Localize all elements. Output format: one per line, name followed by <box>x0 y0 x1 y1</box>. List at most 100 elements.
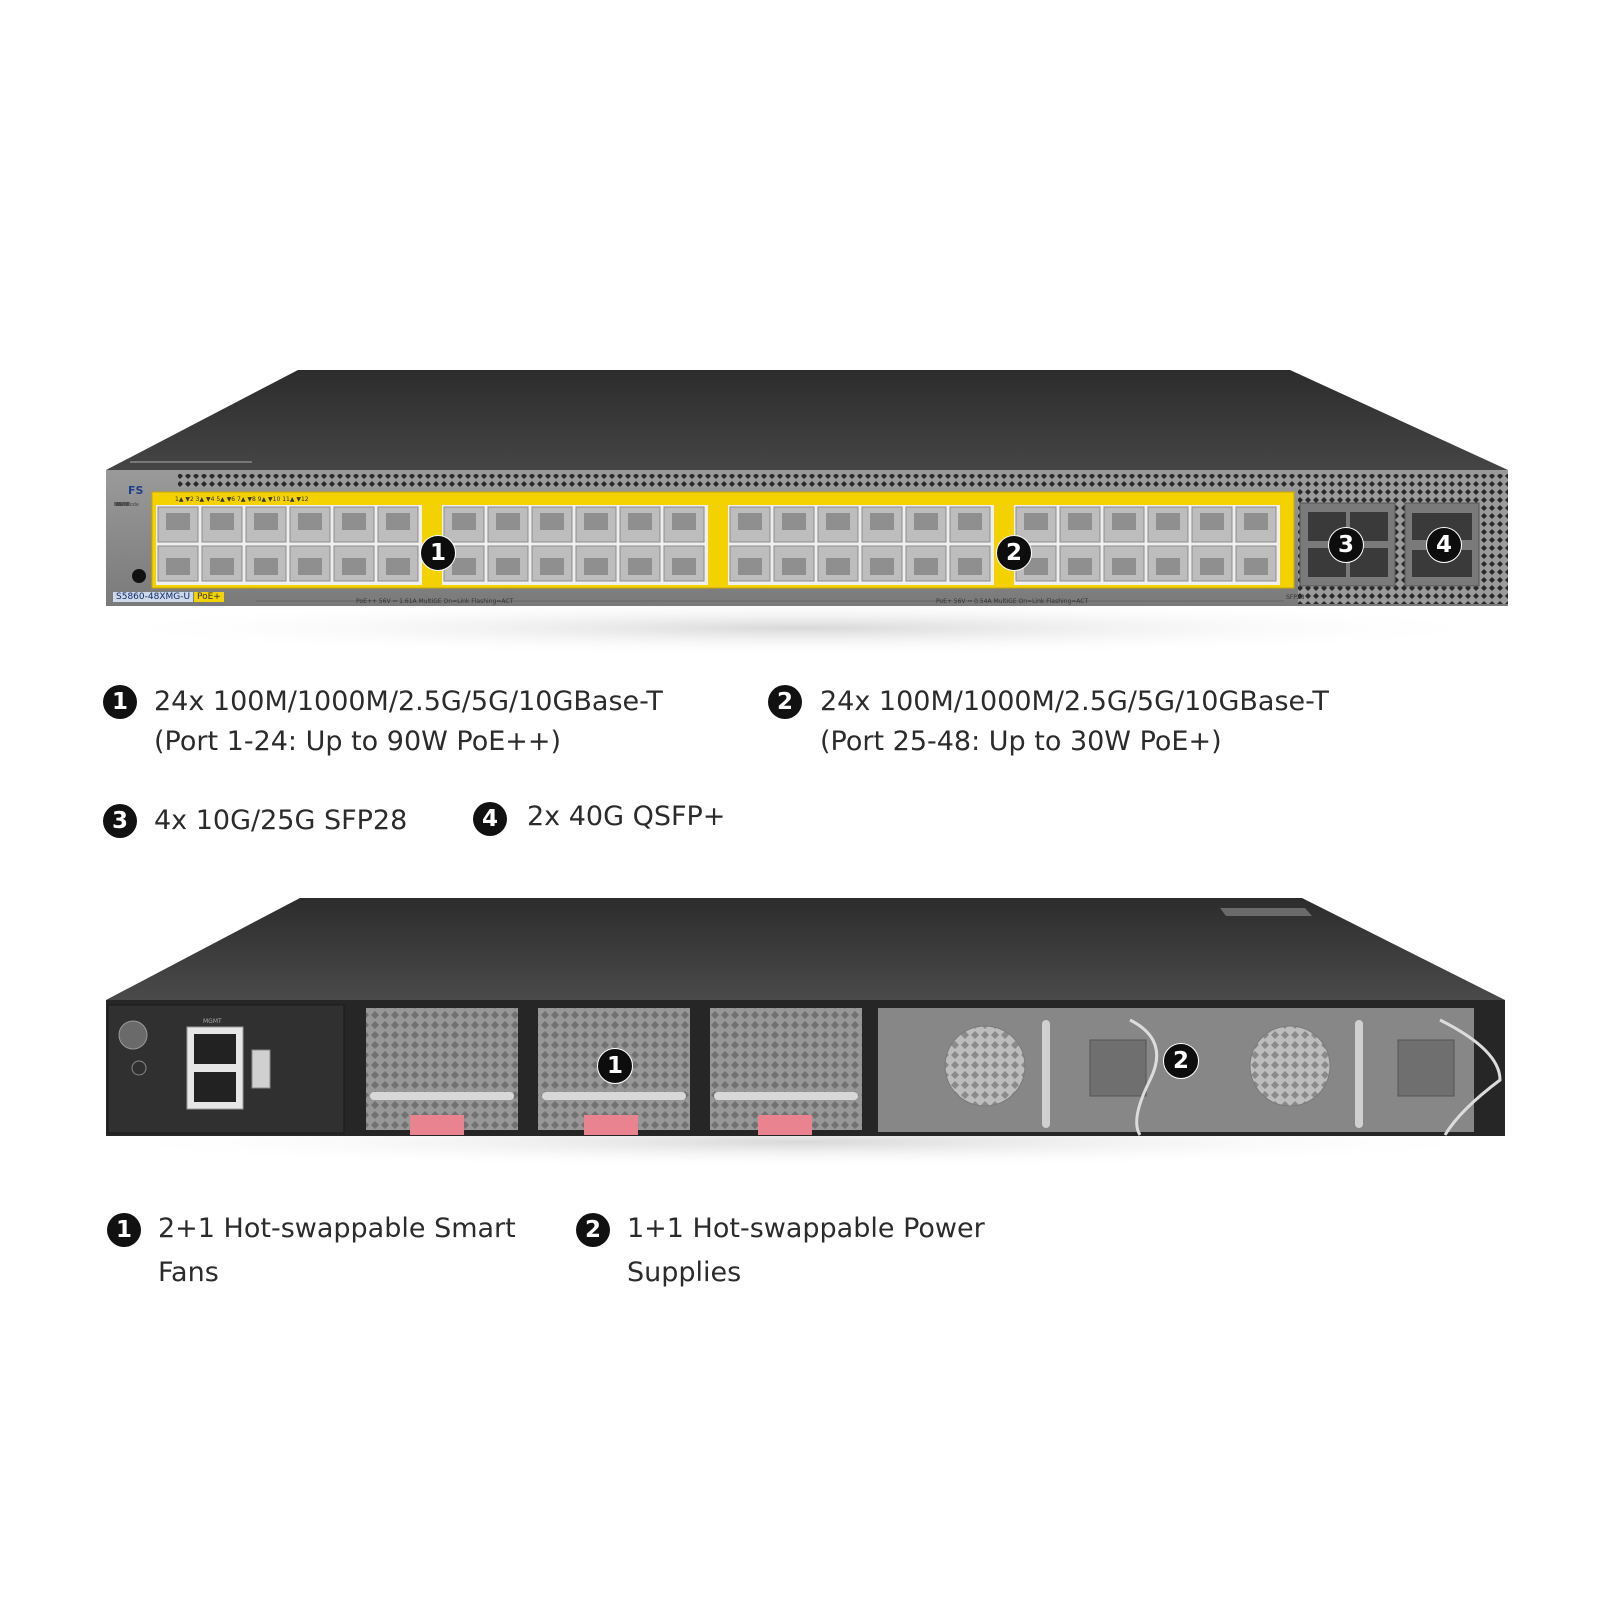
fan-tray-2-handle[interactable] <box>584 1115 638 1135</box>
led-label-mgmt: MGMT <box>114 502 130 508</box>
mgmt-label: MGMT <box>203 1018 222 1025</box>
rear-legend-item-1: 2+1 Hot-swappable Smart Fans <box>158 1207 516 1295</box>
rear-callout-1: 1 <box>597 1048 633 1084</box>
front-chassis-top <box>106 370 1508 470</box>
rj45-jack <box>738 513 762 530</box>
psu-1-handle[interactable] <box>1042 1020 1050 1128</box>
psu-group <box>878 1008 1502 1136</box>
rj45-jack <box>826 558 850 575</box>
rj45-jack <box>452 558 476 575</box>
front-legend-item-2-line2: (Port 25-48: Up to 30W PoE+) <box>820 726 1222 757</box>
rj45-jack <box>782 513 806 530</box>
rj45-jack <box>826 513 850 530</box>
rj45-port-3[interactable] <box>201 506 243 543</box>
ground-symbol-icon <box>131 1060 147 1076</box>
rj45-jack <box>1068 558 1092 575</box>
rj45-jack <box>342 513 366 530</box>
front-legend-item-3: 4x 10G/25G SFP28 <box>154 805 408 836</box>
rj45-jack <box>540 513 564 530</box>
rj45-jack <box>914 513 938 530</box>
console-port[interactable] <box>194 1072 236 1102</box>
led-label-status: Status <box>114 502 130 508</box>
front-panel-drawing: 1▲ ▼2 3▲ ▼4 5▲ ▼6 7▲ ▼8 9▲ ▼10 11▲ ▼12 P… <box>80 370 1520 656</box>
front-vent-top <box>178 474 1298 488</box>
front-callout-3: 3 <box>1328 527 1364 563</box>
rj45-port-11[interactable] <box>377 506 419 543</box>
led-label-pwr1: PWR1 <box>114 502 129 508</box>
psu-2-fan-icon <box>1249 1025 1331 1107</box>
fan-tray-3[interactable] <box>710 1008 862 1130</box>
rj45-jack <box>1156 513 1180 530</box>
rj45-jack <box>1068 513 1092 530</box>
front-legend-item-2: 24x 100M/1000M/2.5G/5G/10GBase-T (Port 2… <box>820 682 1329 762</box>
poe-label: PoE+ <box>194 592 224 602</box>
rear-legend-item-1-line1: 2+1 Hot-swappable Smart <box>158 1213 516 1244</box>
front-legend-badge-2: 2 <box>768 685 802 719</box>
rj45-jack <box>870 513 894 530</box>
rj45-jack <box>958 558 982 575</box>
port-group-2-note: PoE+ 56V ⎓ 0.54A MultiGE On=Link Flashin… <box>936 598 1088 605</box>
psu-2-power-inlet[interactable] <box>1397 1039 1455 1097</box>
rj45-jack <box>298 558 322 575</box>
rj45-port-grid <box>156 505 1280 585</box>
front-legend-item-1-line2: (Port 1-24: Up to 90W PoE++) <box>154 726 562 757</box>
psu-1-power-inlet[interactable] <box>1089 1039 1147 1097</box>
rear-legend-badge-1: 1 <box>107 1213 141 1247</box>
brand-logo: FS <box>128 484 144 497</box>
rj45-jack <box>1244 513 1268 530</box>
front-legend-item-4: 2x 40G QSFP+ <box>527 801 726 832</box>
rj45-jack <box>496 558 520 575</box>
psu-1-fan-icon <box>944 1025 1026 1107</box>
front-legend-item-1: 24x 100M/1000M/2.5G/5G/10GBase-T (Port 1… <box>154 682 663 762</box>
rear-panel-view: MGMT 1 2 <box>0 880 1600 1180</box>
rj45-jack <box>496 513 520 530</box>
led-label-led-mode: LED Mode <box>114 502 140 508</box>
port-number-row: 1▲ ▼2 3▲ ▼4 5▲ ▼6 7▲ ▼8 9▲ ▼10 11▲ ▼12 <box>175 496 309 503</box>
rj45-jack <box>1200 558 1224 575</box>
rj45-jack <box>1244 558 1268 575</box>
mgmt-port[interactable] <box>194 1034 236 1064</box>
rear-chassis-top <box>106 898 1505 1000</box>
port-group-1-note: PoE++ 56V ⎓ 1.61A MultiGE On=Link Flashi… <box>356 598 514 605</box>
rj45-jack <box>1200 513 1224 530</box>
model-label: S5860-48XMG-U <box>113 592 194 602</box>
rj45-jack <box>1156 558 1180 575</box>
front-legend-item-1-line1: 24x 100M/1000M/2.5G/5G/10GBase-T <box>154 686 663 717</box>
front-callout-4: 4 <box>1426 527 1462 563</box>
rj45-jack <box>672 513 696 530</box>
fan-tray-1[interactable] <box>366 1008 518 1130</box>
rear-legend-item-2-line2: Supplies <box>627 1257 742 1288</box>
rj45-jack <box>672 558 696 575</box>
rear-callout-2: 2 <box>1163 1043 1199 1079</box>
rj45-jack <box>914 558 938 575</box>
rj45-jack <box>1024 513 1048 530</box>
sfp28-label: SFP28 <box>1286 594 1305 601</box>
led-mode-button[interactable] <box>132 569 146 583</box>
rj45-port-8[interactable] <box>289 545 331 582</box>
ground-screw-icon <box>118 1020 148 1050</box>
psu-2-handle[interactable] <box>1355 1020 1363 1128</box>
rj45-jack <box>628 513 652 530</box>
front-legend-badge-3: 3 <box>103 804 137 838</box>
front-legend-badge-1: 1 <box>103 685 137 719</box>
rj45-port-26[interactable] <box>729 545 771 582</box>
rear-legend-item-2-line1: 1+1 Hot-swappable Power <box>627 1213 985 1244</box>
rj45-port-18[interactable] <box>531 545 573 582</box>
rj45-jack <box>1112 558 1136 575</box>
rj45-port-21[interactable] <box>619 506 661 543</box>
rj45-jack <box>210 513 234 530</box>
usb-port[interactable] <box>251 1049 271 1089</box>
rj45-jack <box>782 558 806 575</box>
rj45-jack <box>254 513 278 530</box>
rj45-jack <box>166 513 190 530</box>
psu-1-cable-clip <box>1129 1018 1159 1136</box>
rj45-jack <box>870 558 894 575</box>
rear-legend-item-1-line2: Fans <box>158 1257 219 1288</box>
rj45-jack <box>452 513 476 530</box>
fan-tray-1-handle[interactable] <box>410 1115 464 1135</box>
led-label-pwr2: PWR2 <box>114 502 129 508</box>
fan-tray-3-bar <box>714 1092 858 1100</box>
rj45-jack <box>738 558 762 575</box>
rj45-jack <box>584 558 608 575</box>
fan-tray-3-handle[interactable] <box>758 1115 812 1135</box>
